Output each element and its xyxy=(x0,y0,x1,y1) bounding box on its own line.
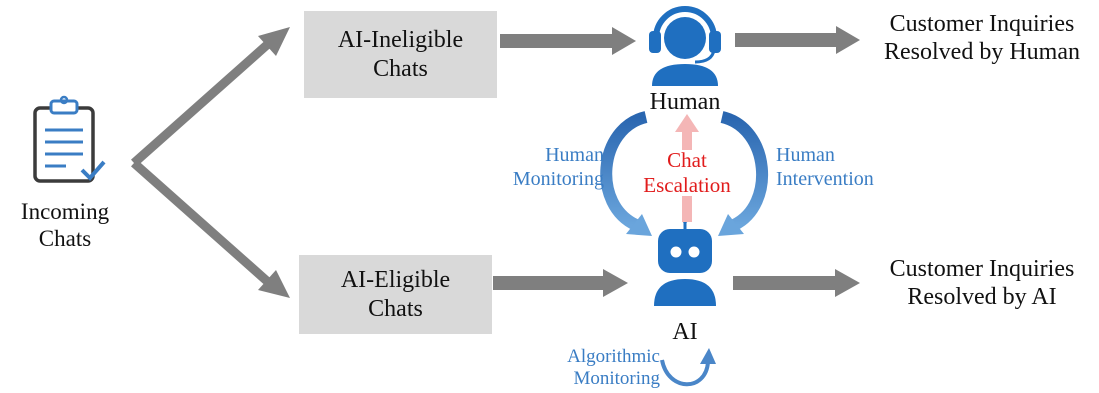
eligible-line1: AI-Eligible xyxy=(340,266,451,293)
human-monitoring-arrow xyxy=(600,111,652,236)
human-intervention-arrow xyxy=(718,111,769,236)
incoming-line1: Incoming xyxy=(20,199,110,224)
ineligible-line1: AI-Ineligible xyxy=(337,26,464,53)
ai-robot-icon xyxy=(654,217,716,306)
human-monitoring-label: Human Monitoring xyxy=(488,144,604,191)
algorithmic-monitoring-line2: Monitoring xyxy=(573,368,660,390)
incoming-line2: Chats xyxy=(38,226,92,252)
human-label: Human xyxy=(649,89,721,115)
branch-arrow-up xyxy=(131,27,290,167)
algorithmic-monitoring-label: Algorithmic Monitoring xyxy=(536,346,660,391)
branch-arrow-down xyxy=(131,159,290,298)
incoming-chats-label: Incoming Chats xyxy=(0,198,130,252)
human-headset-icon xyxy=(649,6,721,86)
arrow-ai-to-outcome xyxy=(733,269,860,297)
chat-escalation-line2: Escalation xyxy=(643,172,731,197)
human-intervention-line1: Human xyxy=(776,144,835,166)
clipboard-icon xyxy=(33,95,106,183)
outcome-ai-line1: Customer Inquiries xyxy=(889,256,1075,282)
outcome-human-line2: Resolved by Human xyxy=(884,39,1080,66)
outcome-human-line1: Customer Inquiries xyxy=(889,11,1075,37)
ai-label: AI xyxy=(672,319,698,345)
human-intervention-line2: Intervention xyxy=(776,167,874,190)
outcome-human-label: Customer Inquiries Resolved by Human xyxy=(862,10,1099,67)
human-intervention-label: Human Intervention xyxy=(776,144,906,191)
chat-escalation-label: Chat Escalation xyxy=(627,148,747,198)
algorithmic-monitoring-line1: Algorithmic xyxy=(567,346,660,367)
human-monitoring-line2: Monitoring xyxy=(512,167,604,190)
arrow-eligible-to-ai xyxy=(493,269,628,297)
algorithmic-monitoring-arrow xyxy=(660,348,716,387)
chat-escalation-line1: Chat xyxy=(667,148,707,172)
arrow-human-to-outcome xyxy=(735,26,860,54)
ineligible-line2: Chats xyxy=(373,55,428,82)
arrow-ineligible-to-human xyxy=(500,27,636,55)
eligible-line2: Chats xyxy=(368,295,423,322)
human-monitoring-line1: Human xyxy=(545,144,604,166)
outcome-ai-line2: Resolved by AI xyxy=(907,284,1057,311)
chat-escalation-arrow xyxy=(675,114,699,222)
outcome-ai-label: Customer Inquiries Resolved by AI xyxy=(862,255,1099,312)
